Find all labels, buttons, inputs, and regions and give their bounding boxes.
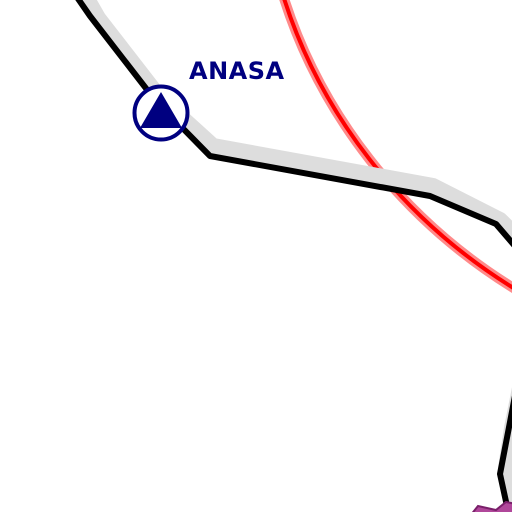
partial-feature-shape <box>471 500 512 512</box>
airspace-boundary-line <box>282 0 512 290</box>
airspace-boundary <box>279 0 512 293</box>
partial-feature <box>471 500 512 512</box>
route-halo-upper <box>78 0 512 244</box>
waypoint-anasa[interactable]: ANASA <box>132 57 285 142</box>
waypoint-label[interactable]: ANASA <box>189 57 285 85</box>
triangle-in-circle-icon <box>140 92 182 128</box>
route-line-upper[interactable] <box>72 0 512 252</box>
route-halo-lower <box>498 387 512 512</box>
route[interactable] <box>72 0 512 512</box>
route-line-lower[interactable] <box>497 380 512 512</box>
